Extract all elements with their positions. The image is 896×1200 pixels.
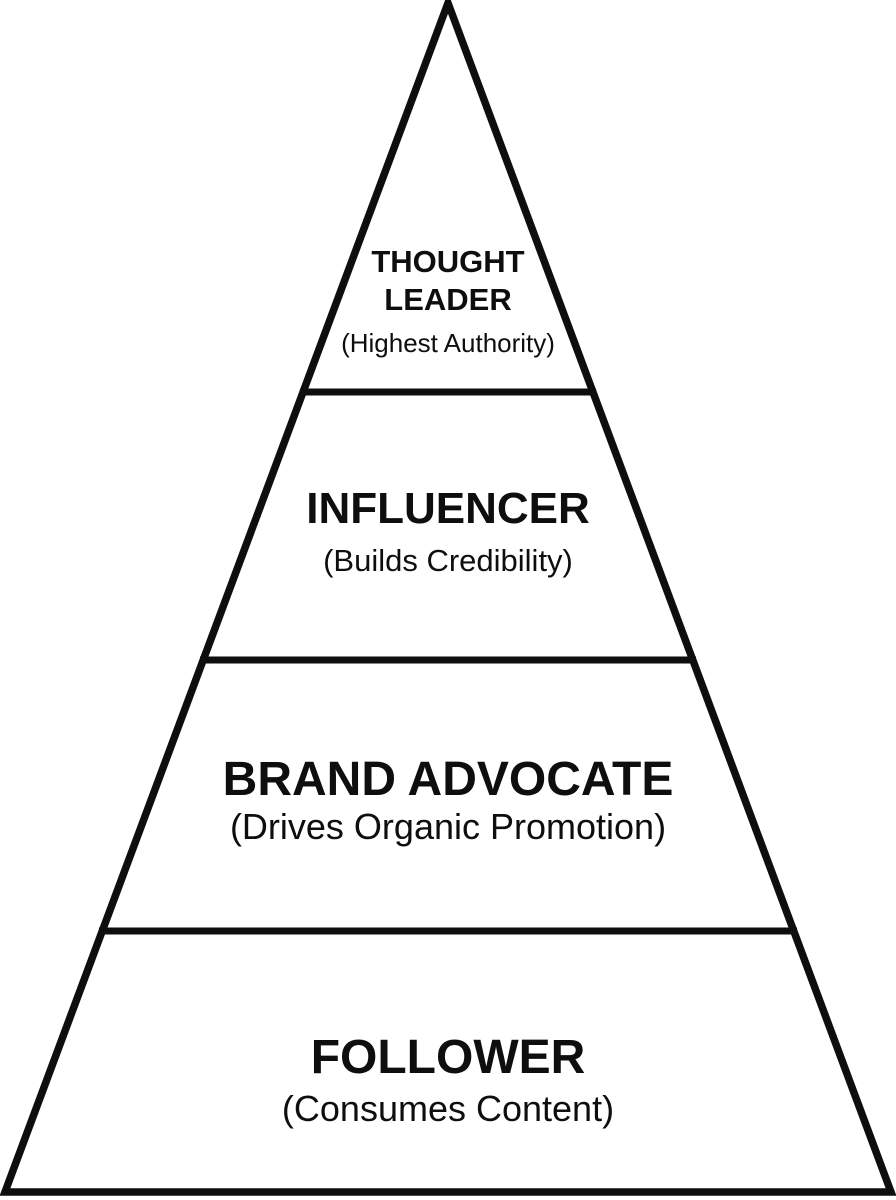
tier-2-sublabel: (Builds Credibility) [323,543,573,578]
tier-follower: FOLLOWER (Consumes Content) [282,1031,614,1129]
tier-1-sublabel: (Highest Authority) [341,328,555,358]
tier-brand-advocate: BRAND ADVOCATE (Drives Organic Promotion… [223,753,674,847]
tier-1-label-line-2: LEADER [384,282,511,317]
tier-thought-leader: THOUGHT LEADER (Highest Authority) [341,244,555,358]
tier-1-label-line-1: THOUGHT [371,244,524,279]
tier-4-sublabel: (Consumes Content) [282,1088,614,1129]
tier-3-sublabel: (Drives Organic Promotion) [230,806,666,847]
tier-influencer: INFLUENCER (Builds Credibility) [306,484,590,578]
tier-3-label: BRAND ADVOCATE [223,753,674,806]
tier-4-label: FOLLOWER [311,1031,586,1084]
tier-2-label: INFLUENCER [306,484,590,533]
